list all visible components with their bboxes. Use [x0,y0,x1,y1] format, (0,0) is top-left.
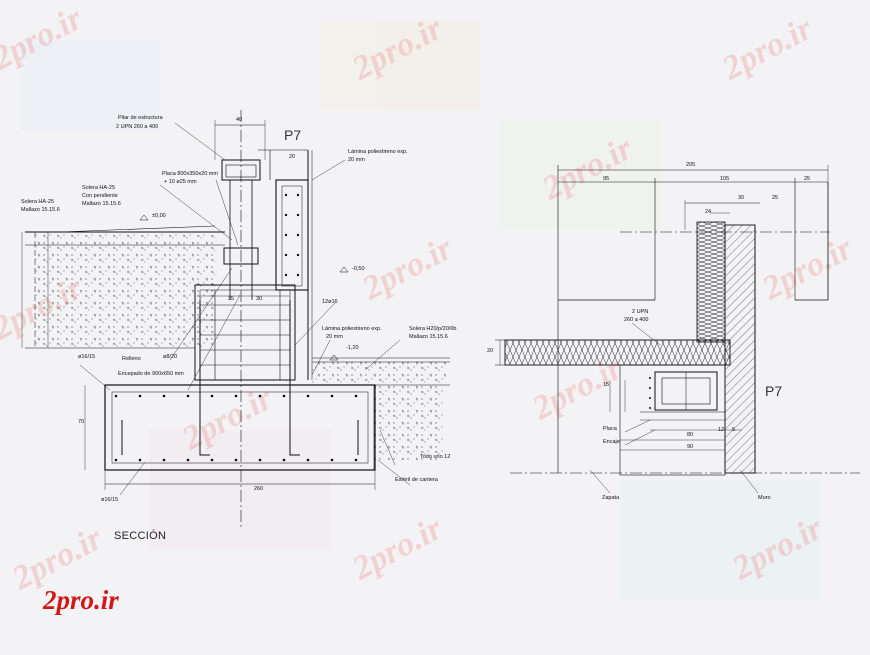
upn-label-2: 260 a 400 [624,317,649,323]
lamina-mid-2: 20 mm [326,334,343,340]
label-p7-right: P7 [765,383,783,399]
dim-25b: 25 [772,195,779,201]
dim-35: 35 [228,296,235,302]
encaje-label: Encaje [603,439,620,445]
pilar-label-1: Pilar de estructura [118,115,163,121]
solera-left-2: Mallazo 15.15.6 [21,207,60,213]
placa-label-1: Placa 800x350x20 mm [162,171,218,177]
lamina-mid-1: Lámina poliestireno exp. [322,326,382,332]
dim-80: 80 [687,432,694,438]
right-detail [495,165,860,494]
muro-label: Muro [758,495,771,501]
bars-16-15: ø16/15 [78,354,96,360]
section-title: SECCIÓN [114,530,167,542]
bars-bottom: ø16/15 [101,497,119,503]
zapata-label: Zapata [602,495,620,501]
dim-25a: 25 [804,176,811,182]
solera-ha25-1: Solera HA-25 [82,185,116,191]
dim-70: 70 [78,419,85,425]
dim-105: 105 [720,176,730,182]
dim-95: 95 [603,176,610,182]
dim-12: 12 [718,427,725,433]
solera-ha25-2: Con pendiente [82,193,118,199]
upn-label-1: 2 UPN [632,309,649,315]
label-p7-left: P7 [284,127,302,143]
level-120: -1,20 [346,345,359,351]
encepado-label: Encepado de 900x650 mm [118,371,184,377]
dim-90: 90 [687,444,694,450]
dim-20-left: 20 [289,154,296,160]
solera-ha25-3: Mallazo 15.15.6 [82,201,121,207]
todo-uno-label: Todo uno 12 [420,454,451,460]
dim-260: 260 [254,486,264,492]
level-050: -0,50 [352,266,365,272]
bars-12: 12ø16 [322,299,338,305]
site-logo[interactable]: 2pro.ir [43,585,119,615]
placa-right: Placa [603,426,617,432]
dim-5: 5 [732,427,736,433]
dim-40: 40 [236,117,243,123]
placa-label-2: + 10 ø25 mm [164,179,197,185]
dim-15: 15 [603,382,610,388]
pilar-label-2: 2 UPN 260 a 400 [116,124,159,130]
dim-total: 205 [686,162,696,168]
solera-left-1: Solera HA-25 [21,199,55,205]
solera-h20-1: Solera H20/p/20/IIb [409,326,457,332]
dim-30: 30 [738,195,745,201]
dim-20-right: 20 [487,348,494,354]
dim-30-left: 30 [256,296,263,302]
esteril-label: Estéril de cantera [395,477,438,483]
level-000: ±0,00 [152,213,166,219]
solera-h20-2: Mallazo 15.15.6 [409,334,448,340]
lamina-top-1: Lámina poliestireno exp. [348,149,408,155]
dim-24: 24 [705,209,712,215]
left-section [21,110,450,530]
bars-8-20: ø8/20 [163,354,178,360]
lamina-top-2: 20 mm [348,157,365,163]
relleno-label: Relleno [122,356,141,362]
